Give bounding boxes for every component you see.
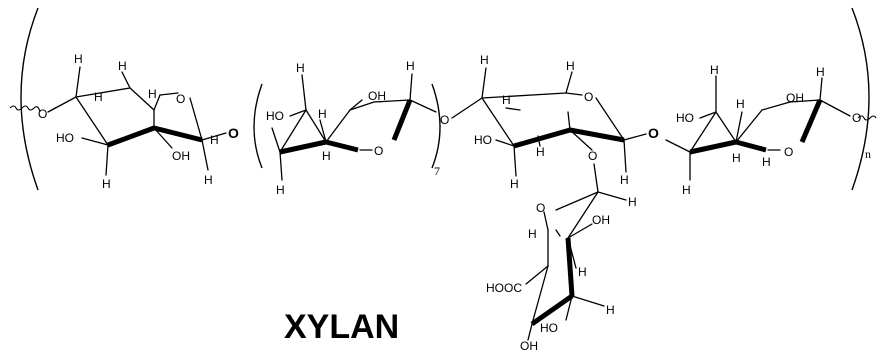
label-H: H (480, 53, 489, 67)
label-HO: HO (540, 321, 558, 335)
right-wavy-bond (857, 115, 877, 121)
ring-2: H HO H OH H H H O (266, 59, 437, 197)
label-O: O (38, 107, 47, 121)
outer-left-bracket (20, 7, 39, 191)
label-HO: HO (266, 109, 284, 123)
label-H: H (74, 52, 83, 66)
label-O: O (536, 201, 545, 215)
label-HO: HO (676, 111, 694, 125)
label-H: H (762, 155, 771, 169)
label-O: O (852, 111, 861, 125)
outer-subscript: n (865, 147, 871, 161)
label-H: H (148, 87, 157, 101)
label-H: H (816, 65, 825, 79)
label-H: H (566, 59, 575, 73)
label-H: H (318, 107, 327, 121)
label-H: H (406, 59, 415, 73)
inner-left-bracket (253, 83, 263, 169)
label-OH: OH (172, 149, 190, 163)
label-H: H (536, 145, 545, 159)
label-H: H (296, 61, 305, 75)
ring-4: H HO H OH H H H H O O (665, 63, 861, 197)
glycosidic-oxygen-2: O (440, 113, 449, 127)
inner-right-bracket (431, 83, 441, 169)
label-H: H (578, 265, 587, 279)
label-H: H (736, 97, 745, 111)
ring-1: O H H H H O HO H OH H H (38, 52, 227, 191)
left-wavy-bond (9, 105, 41, 113)
label-H: H (322, 149, 331, 163)
inner-subscript: 7 (434, 164, 440, 178)
label-H: H (682, 183, 691, 197)
label-H: H (94, 90, 103, 104)
glycosidic-oxygen-1: O (228, 125, 239, 141)
label-OH: OH (368, 89, 386, 103)
label-H: H (606, 303, 615, 317)
label-H: H (276, 183, 285, 197)
label-O: O (784, 145, 793, 159)
label-H: H (528, 227, 537, 241)
diagram-title: XYLAN (284, 308, 399, 346)
label-HO: HO (56, 131, 74, 145)
label-OH: OH (786, 91, 804, 105)
label-H: H (118, 59, 127, 73)
label-H: H (510, 177, 519, 191)
label-HOOC: HOOC (486, 281, 522, 295)
label-H: H (502, 93, 511, 107)
label-O: O (588, 149, 597, 163)
label-O: O (176, 92, 185, 106)
label-H: H (102, 177, 111, 191)
label-OH: OH (520, 339, 538, 352)
ring-3: H H H O HO H H O H (451, 53, 647, 191)
glycosidic-oxygen-3: O (648, 125, 659, 141)
label-H: H (620, 173, 629, 187)
label-H: H (732, 151, 741, 165)
outer-right-bracket (851, 7, 870, 191)
label-H: H (210, 133, 219, 147)
glucuronic-acid-ring: H O H OH H HOOC H HO OH (486, 163, 637, 352)
label-H: H (204, 173, 213, 187)
label-O: O (374, 144, 383, 158)
label-OH: OH (592, 213, 610, 227)
label-O: O (584, 90, 593, 104)
label-H: H (628, 195, 637, 209)
label-H: H (710, 63, 719, 77)
label-HO: HO (474, 133, 492, 147)
